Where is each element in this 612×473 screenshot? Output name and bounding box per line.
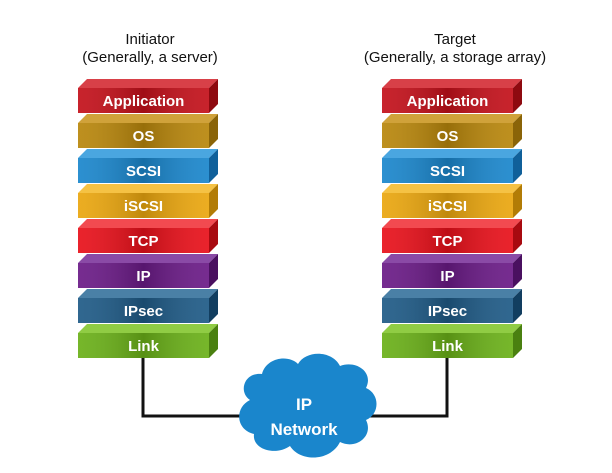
- initiator-layer-iscsi: iSCSI: [78, 184, 218, 218]
- initiator-layer-os: OS: [78, 114, 218, 148]
- layer-shading: [382, 193, 513, 218]
- target-layer-os: OS: [382, 114, 522, 148]
- layer-label: OS: [133, 128, 155, 145]
- layer-top-face: [78, 114, 218, 123]
- cloud-icon: [239, 353, 377, 458]
- layer-label: iSCSI: [428, 198, 467, 215]
- layer-label: IP: [440, 268, 454, 285]
- layer-top-face: [78, 184, 218, 193]
- target-subtitle: (Generally, a storage array): [363, 49, 547, 66]
- initiator-title: Initiator: [125, 31, 175, 48]
- layer-top-face: [382, 79, 522, 88]
- layer-shading: [382, 333, 513, 358]
- layer-label: SCSI: [430, 163, 465, 180]
- layer-shading: [382, 298, 513, 323]
- layer-side-face: [209, 114, 218, 148]
- layer-label: IPsec: [124, 303, 163, 320]
- layer-top-face: [78, 79, 218, 88]
- layer-side-face: [513, 324, 522, 358]
- layer-label: IPsec: [428, 303, 467, 320]
- initiator-layer-ip: IP: [78, 254, 218, 288]
- layer-side-face: [513, 149, 522, 183]
- layer-shading: [78, 193, 209, 218]
- layer-label: iSCSI: [124, 198, 163, 215]
- layer-side-face: [209, 79, 218, 113]
- initiator-layer-ipsec: IPsec: [78, 289, 218, 323]
- layer-shading: [78, 228, 209, 253]
- layer-top-face: [382, 289, 522, 298]
- layer-label: Application: [407, 93, 489, 110]
- target-layer-ip: IP: [382, 254, 522, 288]
- cloud-label-line2: Network: [270, 420, 338, 439]
- layer-side-face: [209, 289, 218, 323]
- layer-top-face: [78, 254, 218, 263]
- layer-label: Application: [103, 93, 185, 110]
- layer-top-face: [382, 184, 522, 193]
- layer-label: OS: [437, 128, 459, 145]
- layer-label: Link: [128, 338, 159, 355]
- layer-shading: [382, 88, 513, 113]
- layer-shading: [78, 88, 209, 113]
- layer-side-face: [209, 149, 218, 183]
- initiator-layer-scsi: SCSI: [78, 149, 218, 183]
- target-layer-iscsi: iSCSI: [382, 184, 522, 218]
- layer-side-face: [513, 114, 522, 148]
- layer-label: SCSI: [126, 163, 161, 180]
- target-layer-ipsec: IPsec: [382, 289, 522, 323]
- layer-side-face: [209, 219, 218, 253]
- layer-label: Link: [432, 338, 463, 355]
- layer-shading: [78, 123, 209, 148]
- target-heading: Target (Generally, a storage array): [340, 31, 570, 67]
- initiator-connector-line: [141, 358, 245, 418]
- layer-side-face: [209, 324, 218, 358]
- initiator-layer-application: Application: [78, 79, 218, 113]
- layer-label: IP: [136, 268, 150, 285]
- layer-shading: [382, 263, 513, 288]
- layer-top-face: [78, 149, 218, 158]
- layer-top-face: [78, 324, 218, 333]
- target-layer-scsi: SCSI: [382, 149, 522, 183]
- target-layer-link: Link: [382, 324, 522, 358]
- layer-top-face: [382, 114, 522, 123]
- initiator-layer-tcp: TCP: [78, 219, 218, 253]
- target-connector-line: [365, 358, 449, 418]
- layer-top-face: [78, 289, 218, 298]
- layer-shading: [78, 298, 209, 323]
- cloud-label-line1: IP: [296, 395, 312, 414]
- layer-top-face: [78, 219, 218, 228]
- target-title: Target: [434, 31, 476, 48]
- target-layer-tcp: TCP: [382, 219, 522, 253]
- layer-top-face: [382, 219, 522, 228]
- layer-top-face: [382, 324, 522, 333]
- ip-network-cloud: IP Network: [239, 353, 377, 458]
- layer-side-face: [209, 254, 218, 288]
- layer-label: TCP: [129, 233, 159, 250]
- layer-side-face: [513, 79, 522, 113]
- layer-side-face: [513, 184, 522, 218]
- layer-side-face: [513, 254, 522, 288]
- layer-shading: [78, 158, 209, 183]
- initiator-heading: Initiator (Generally, a server): [60, 31, 240, 67]
- layer-shading: [78, 333, 209, 358]
- initiator-subtitle: (Generally, a server): [82, 49, 218, 66]
- layer-top-face: [382, 149, 522, 158]
- target-layer-application: Application: [382, 79, 522, 113]
- layer-top-face: [382, 254, 522, 263]
- layer-side-face: [513, 219, 522, 253]
- layer-side-face: [209, 184, 218, 218]
- layer-shading: [382, 123, 513, 148]
- layer-shading: [382, 228, 513, 253]
- initiator-layer-link: Link: [78, 324, 218, 358]
- layer-shading: [382, 158, 513, 183]
- layer-shading: [78, 263, 209, 288]
- layer-side-face: [513, 289, 522, 323]
- layer-label: TCP: [433, 233, 463, 250]
